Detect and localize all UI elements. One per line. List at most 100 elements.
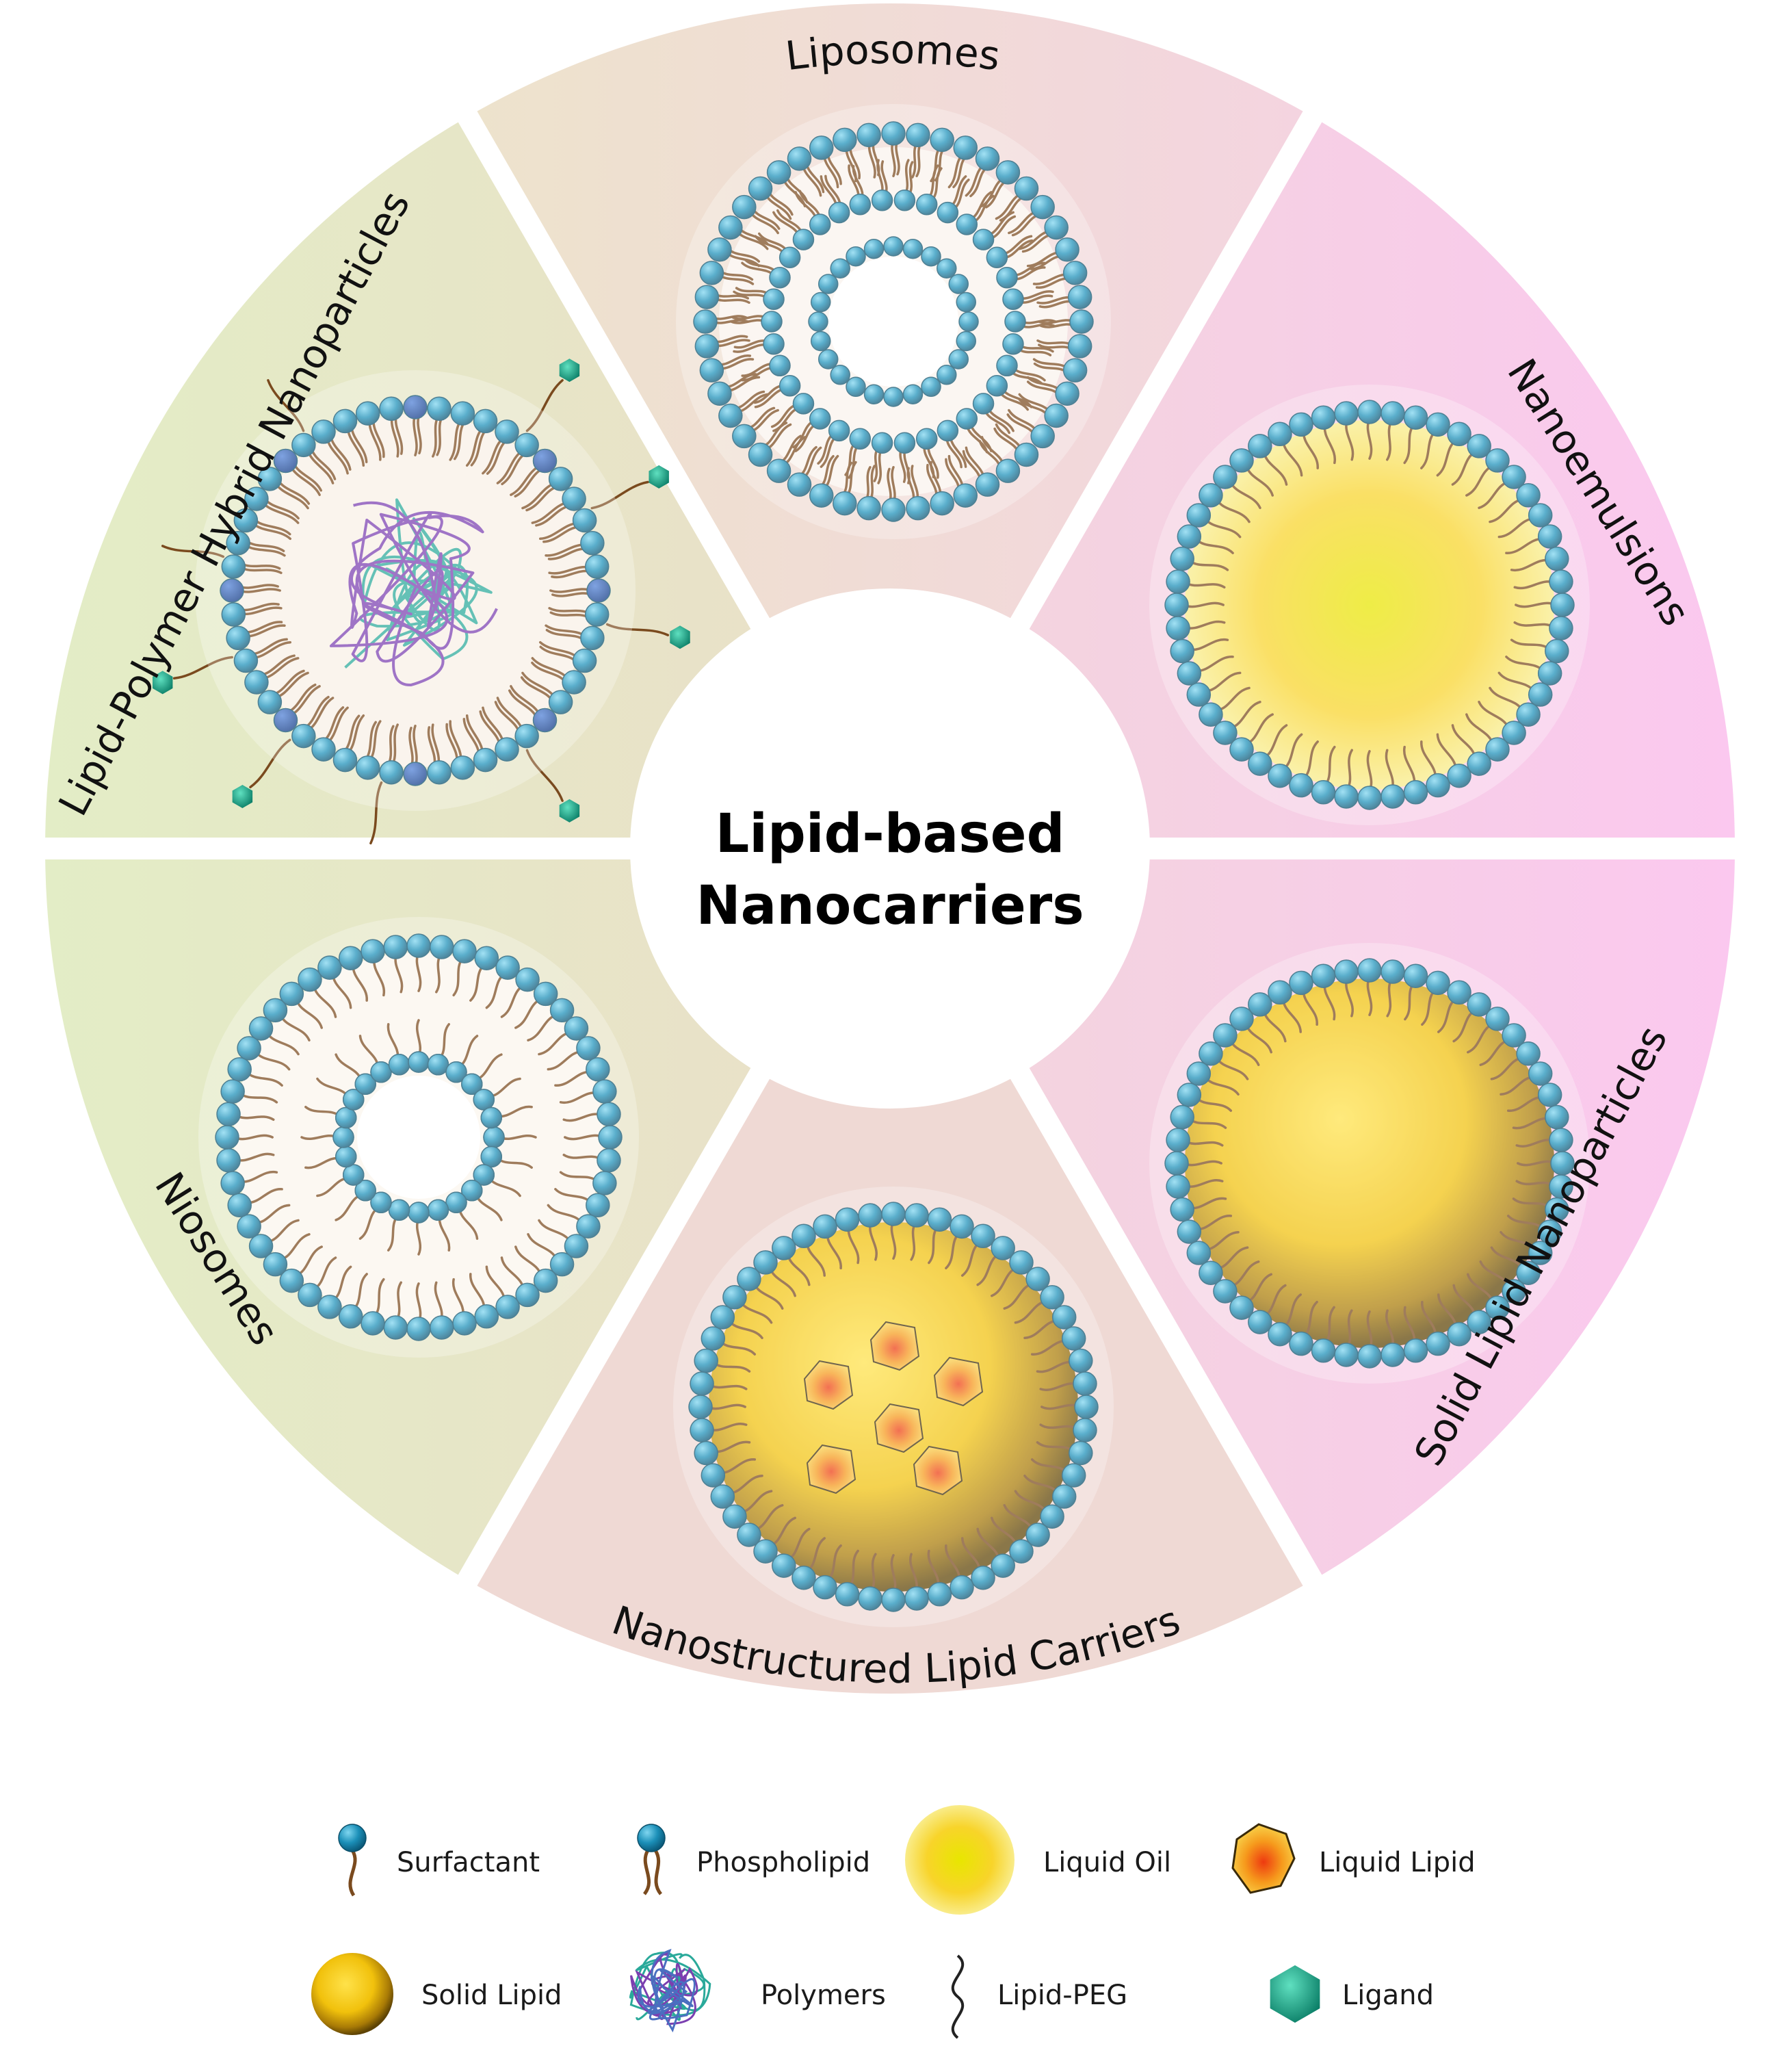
lipid-head — [273, 708, 298, 733]
nanoemulsion-halo — [1149, 385, 1590, 825]
lipid-head — [461, 1073, 483, 1095]
lipid-head — [846, 376, 866, 398]
lipid-head — [1268, 980, 1292, 1005]
lipid-head — [833, 127, 857, 153]
lipid-head — [572, 648, 597, 673]
lipid-head — [971, 1565, 995, 1590]
lipid-head — [1485, 1007, 1510, 1031]
legend: Surfactant Phospholipid Liquid Oil Liqui… — [311, 1805, 1476, 2039]
lipid-head — [972, 229, 995, 250]
lipid-head — [1268, 422, 1292, 447]
lipid-head — [1062, 358, 1088, 383]
lipid-head — [1067, 334, 1092, 359]
lipid-head — [244, 487, 269, 511]
lipid-head — [1030, 194, 1055, 220]
lipid-head — [883, 387, 904, 407]
lipid-head — [1186, 1061, 1212, 1086]
lipid-head — [817, 274, 839, 294]
lipid-head — [220, 578, 244, 603]
lipid-head — [1248, 1310, 1272, 1334]
lipid-head — [403, 395, 428, 419]
lipid-head — [809, 483, 834, 508]
polymer-strand — [629, 1952, 698, 2025]
lipid-head — [355, 401, 380, 426]
lipid-head — [830, 365, 850, 385]
lipid-head — [1030, 424, 1055, 449]
legend-label-surfactant: Surfactant — [397, 1847, 540, 1878]
lipid-head — [1537, 524, 1562, 549]
lipid-head — [761, 311, 783, 333]
lipid-head — [1403, 405, 1428, 430]
lipid-head — [930, 127, 954, 153]
lipid-head — [1268, 1321, 1292, 1347]
lipid-head — [1067, 285, 1092, 309]
lphnp-halo — [195, 370, 636, 811]
nlc-halo — [673, 1187, 1114, 1627]
lipid-head — [354, 1073, 376, 1095]
lipid-head — [495, 1295, 520, 1319]
lipid-head — [1014, 176, 1039, 201]
legend-label-solid-lipid: Solid Lipid — [421, 1980, 562, 2011]
lipid-head — [473, 1164, 495, 1186]
lipid-peg-chain — [267, 379, 305, 432]
lipid-head — [548, 690, 573, 714]
lipid-head — [1248, 434, 1272, 458]
lipid-head — [533, 981, 558, 1007]
lipid-head — [778, 246, 801, 269]
liposome-core — [828, 257, 958, 387]
lipid-head — [1289, 773, 1313, 798]
liquid-lipid-droplet — [933, 1356, 984, 1407]
lipid-head — [1426, 970, 1450, 996]
particle-sln — [1164, 958, 1575, 1369]
lipid-head — [991, 1553, 1015, 1578]
lipid-head — [227, 1057, 252, 1082]
lipid-head — [342, 1089, 365, 1111]
lipid-head — [927, 1207, 952, 1232]
lipid-head — [701, 1326, 726, 1351]
lipid-head — [354, 1180, 376, 1202]
lipid-head — [342, 1164, 365, 1186]
lipid-head — [1002, 288, 1024, 311]
lipid-head — [1025, 1523, 1050, 1547]
lipid-head — [549, 1252, 575, 1277]
lipid-head — [1502, 465, 1526, 489]
lipid-head — [279, 981, 304, 1007]
lipid-head — [532, 448, 558, 474]
lipid-head — [809, 213, 831, 235]
lipid-tail — [653, 1849, 663, 1895]
lipid-head — [1467, 751, 1491, 776]
lipid-head — [1069, 309, 1094, 334]
lipid-head — [849, 428, 872, 450]
lipid-head — [906, 495, 930, 521]
lipid-head — [226, 625, 250, 651]
lipid-head — [833, 491, 857, 516]
lipid-head — [1229, 1295, 1254, 1320]
lipid-head — [772, 1553, 796, 1578]
lipid-head — [956, 292, 977, 313]
lipid-head — [1040, 1504, 1064, 1529]
lipid-head — [1229, 448, 1254, 473]
lipid-head — [317, 1295, 342, 1319]
lipid-head — [291, 432, 316, 458]
polymer-strand — [637, 1949, 696, 2033]
lipid-head — [950, 1214, 974, 1239]
legend-label-lipid-peg: Lipid-PEG — [997, 1980, 1127, 2011]
lipid-head — [1213, 721, 1238, 745]
lipid-head — [427, 1053, 449, 1076]
lipid-peg-chain — [161, 545, 225, 558]
lipid-head — [881, 497, 906, 522]
lipid-head — [355, 755, 380, 780]
lipid-head — [856, 122, 881, 148]
lipid-head — [1516, 1041, 1541, 1066]
lipid-head — [248, 1016, 274, 1041]
lipid-head — [1528, 1241, 1553, 1265]
niosome-core — [357, 1076, 480, 1199]
lipid-head — [791, 1223, 816, 1249]
lipid-head — [480, 1106, 503, 1129]
lipid-head — [995, 458, 1021, 483]
liquid-oil-icon — [905, 1805, 1015, 1915]
lipid-head — [1177, 1083, 1202, 1107]
lipid-head — [338, 946, 363, 970]
particle-lphnp — [152, 359, 690, 845]
lipid-head — [956, 408, 978, 430]
